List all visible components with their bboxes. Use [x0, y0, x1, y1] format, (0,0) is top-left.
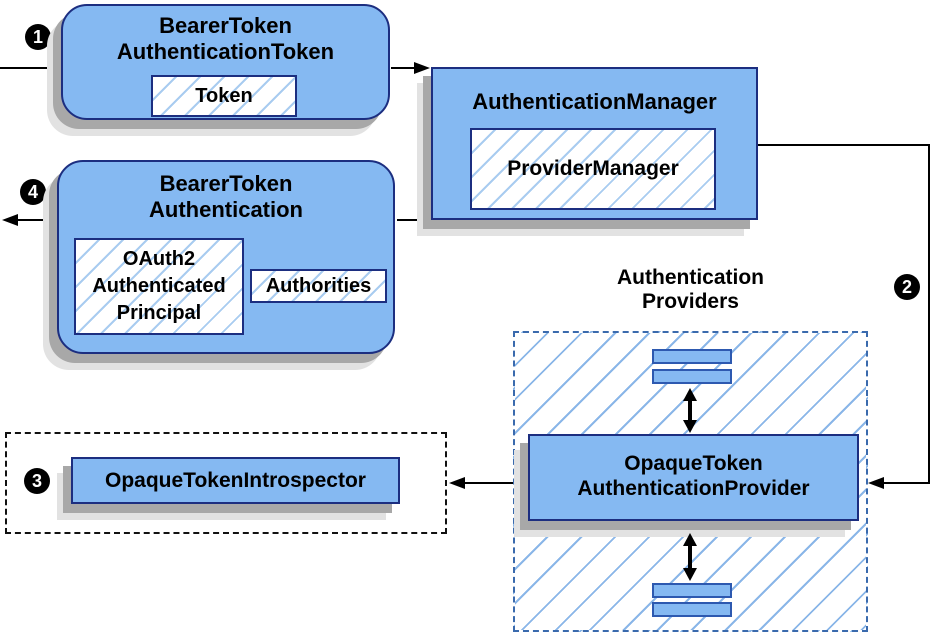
provider-to-introspector-line: [463, 482, 513, 484]
node-title-line: AuthenticationManager: [472, 89, 717, 114]
provider-slot-bar: [652, 602, 732, 617]
down-arrowhead-icon: [683, 568, 697, 581]
right-routing-line: [928, 144, 930, 484]
into-provider-arrowhead-icon: [868, 477, 884, 489]
provider-manager-box: ProviderManager: [470, 128, 716, 210]
authentication-out-line: [16, 219, 58, 221]
node-title-line: AuthenticationProvider: [577, 477, 810, 500]
authentication-providers-label-line: Authentication: [617, 266, 764, 289]
double-arrow-shaft: [688, 399, 692, 422]
introspector-dashed-container: [5, 432, 447, 534]
node-authentication-manager: AuthenticationManager ProviderManager: [431, 67, 758, 220]
node-opaque-token-authentication-provider: OpaqueToken AuthenticationProvider: [528, 434, 859, 521]
authentication-providers-label-line: Providers: [642, 290, 739, 313]
introspector-label: OpaqueTokenIntrospector: [105, 469, 366, 492]
token-to-manager-arrowhead-icon: [414, 62, 430, 74]
authorities-box: Authorities: [250, 269, 387, 303]
authentication-providers-label: Authentication Providers: [513, 266, 868, 314]
up-arrowhead-icon: [683, 533, 697, 546]
node-bearer-token-authentication: BearerToken Authentication OAuth2 Authen…: [57, 160, 395, 354]
principal-label-line: OAuth2: [122, 248, 196, 270]
provider-slot-bar: [652, 369, 732, 384]
step-3-badge: 3: [24, 468, 50, 494]
manager-out-line: [758, 144, 930, 146]
into-provider-line: [884, 482, 930, 484]
request-in-line: [0, 67, 61, 69]
provider-to-introspector-arrowhead-icon: [449, 477, 465, 489]
provider-slot-bar: [652, 349, 732, 364]
principal-label-line: Authenticated: [92, 275, 226, 297]
node-title-line: BearerToken: [159, 171, 293, 196]
node-bearer-token-authentication-token: BearerToken AuthenticationToken Token: [61, 4, 390, 120]
authorities-label: Authorities: [265, 275, 372, 297]
up-arrowhead-icon: [683, 388, 697, 401]
principal-label-line: Principal: [116, 302, 202, 324]
token-to-manager-line: [391, 67, 417, 69]
node-title-line: OpaqueToken: [624, 452, 763, 475]
token-label: Token: [195, 85, 253, 107]
step-2-badge: 2: [894, 274, 920, 300]
node-title-line: Authentication: [149, 197, 303, 222]
step-4-badge: 4: [20, 179, 46, 205]
provider-manager-label: ProviderManager: [507, 157, 679, 180]
step-1-badge: 1: [25, 24, 51, 50]
node-title-line: AuthenticationToken: [116, 39, 335, 64]
provider-slot-bar: [652, 583, 732, 598]
oauth2-authenticated-principal-box: OAuth2 Authenticated Principal: [74, 238, 244, 335]
authentication-out-arrowhead-icon: [2, 214, 18, 226]
node-title-line: BearerToken: [159, 13, 292, 38]
token-box: Token: [151, 75, 297, 117]
double-arrow-shaft: [688, 544, 692, 570]
node-opaque-token-introspector: OpaqueTokenIntrospector: [71, 457, 400, 504]
down-arrowhead-icon: [683, 420, 697, 433]
manager-to-authentication-line: [397, 219, 432, 221]
